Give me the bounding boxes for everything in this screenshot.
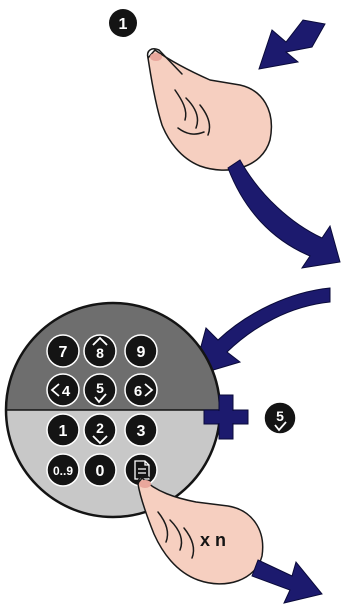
key-0-9[interactable]: 0..9 (47, 454, 79, 486)
arrow-right-icon (252, 560, 322, 603)
svg-text:7: 7 (59, 344, 68, 361)
svg-text:5: 5 (96, 380, 104, 396)
step-badge: 1 (109, 9, 137, 37)
svg-text:3: 3 (137, 423, 146, 440)
pointing-hand-icon (148, 49, 272, 170)
key-0[interactable]: 0 (84, 454, 116, 486)
curved-arrow-left-icon (193, 288, 330, 376)
curved-arrow-icon (228, 160, 340, 268)
svg-text:9: 9 (137, 344, 146, 361)
key-1[interactable]: 1 (47, 414, 79, 446)
key-6[interactable]: 6 (125, 374, 157, 406)
key-3[interactable]: 3 (125, 414, 157, 446)
svg-text:1: 1 (59, 423, 68, 440)
svg-text:8: 8 (96, 345, 104, 361)
repeat-label: x n (200, 530, 226, 550)
svg-text:0: 0 (96, 463, 105, 480)
confirm-key-5: 5 (264, 402, 296, 434)
key-2[interactable]: 2 (84, 414, 116, 446)
arrow-left-icon (259, 20, 325, 69)
key-4[interactable]: 4 (47, 374, 79, 406)
key-7[interactable]: 7 (47, 335, 79, 367)
svg-text:5: 5 (276, 408, 284, 424)
key-8[interactable]: 8 (84, 335, 116, 367)
keypad: 7 8 9 4 5 6 1 (0, 300, 230, 520)
key-5[interactable]: 5 (84, 374, 116, 406)
step-number: 1 (119, 16, 128, 33)
svg-text:4: 4 (62, 383, 71, 400)
key-9[interactable]: 9 (125, 335, 157, 367)
svg-text:6: 6 (134, 383, 142, 400)
svg-text:2: 2 (96, 420, 104, 436)
svg-text:0..9: 0..9 (53, 464, 73, 478)
